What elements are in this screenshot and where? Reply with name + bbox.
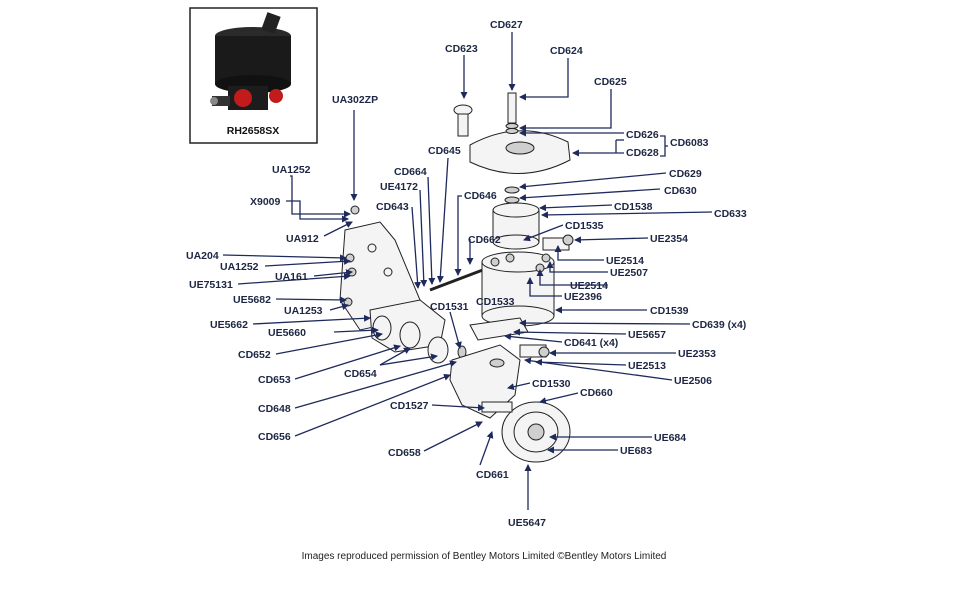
label-UE2507: UE2507 xyxy=(610,267,648,279)
label-UE683: UE683 xyxy=(620,445,652,457)
label-UE2506: UE2506 xyxy=(674,375,712,387)
label-CD648: CD648 xyxy=(258,403,291,415)
label-CD1530: CD1530 xyxy=(532,378,571,390)
label-CD623: CD623 xyxy=(445,43,478,55)
label-CD624: CD624 xyxy=(550,45,583,57)
part-labels: CD627 CD623 CD624 CD625 CD626 CD6083 CD6… xyxy=(186,19,747,529)
label-UA161: UA161 xyxy=(275,271,308,283)
label-CD658: CD658 xyxy=(388,447,421,459)
label-X9009: X9009 xyxy=(250,196,281,208)
inset-caption: RH2658SX xyxy=(227,125,280,137)
label-UA302ZP: UA302ZP xyxy=(332,94,378,106)
label-CD656: CD656 xyxy=(258,431,291,443)
label-CD626: CD626 xyxy=(626,129,659,141)
label-CD1533: CD1533 xyxy=(476,296,515,308)
label-CD641: CD641 (x4) xyxy=(564,337,618,349)
label-UE2353: UE2353 xyxy=(678,348,716,360)
label-CD662: CD662 xyxy=(468,234,501,246)
label-UE2513: UE2513 xyxy=(628,360,666,372)
label-CD625: CD625 xyxy=(594,76,627,88)
label-UA1252a: UA1252 xyxy=(272,164,311,176)
label-CD628: CD628 xyxy=(626,147,659,159)
label-CD653: CD653 xyxy=(258,374,291,386)
leader-lines xyxy=(222,32,713,510)
copyright-caption: Images reproduced permission of Bentley … xyxy=(301,551,667,562)
label-UA1252b: UA1252 xyxy=(220,261,259,273)
inset-photo: RH2658SX xyxy=(189,7,318,144)
label-CD664: CD664 xyxy=(394,166,427,178)
label-UE2514b: UE2514 xyxy=(570,280,608,292)
label-UA1253: UA1253 xyxy=(284,305,323,317)
label-CD661: CD661 xyxy=(476,469,509,481)
label-CD1539: CD1539 xyxy=(650,305,689,317)
label-UE5662: UE5662 xyxy=(210,319,248,331)
label-CD630: CD630 xyxy=(664,185,697,197)
label-UE5647: UE5647 xyxy=(508,517,546,529)
label-CD1538: CD1538 xyxy=(614,201,653,213)
label-UE4172: UE4172 xyxy=(380,181,418,193)
label-UE684: UE684 xyxy=(654,432,686,444)
label-UE5660: UE5660 xyxy=(268,327,306,339)
label-CD633: CD633 xyxy=(714,208,747,220)
label-UE5657: UE5657 xyxy=(628,329,666,341)
label-CD1527: CD1527 xyxy=(390,400,429,412)
label-UE2514a: UE2514 xyxy=(606,255,644,267)
label-CD629: CD629 xyxy=(669,168,702,180)
label-CD1535: CD1535 xyxy=(565,220,604,232)
label-UA912: UA912 xyxy=(286,233,319,245)
label-CD1531: CD1531 xyxy=(430,301,469,313)
label-CD654: CD654 xyxy=(344,368,377,380)
label-CD646: CD646 xyxy=(464,190,497,202)
label-CD627: CD627 xyxy=(490,19,523,31)
label-CD645: CD645 xyxy=(428,145,461,157)
label-CD639: CD639 (x4) xyxy=(692,319,746,331)
label-UA204: UA204 xyxy=(186,250,219,262)
label-UE2354: UE2354 xyxy=(650,233,688,245)
label-CD660: CD660 xyxy=(580,387,613,399)
label-CD6083: CD6083 xyxy=(670,137,709,149)
pump-photo-icon xyxy=(210,12,291,110)
label-CD652: CD652 xyxy=(238,349,271,361)
label-CD643: CD643 xyxy=(376,201,409,213)
label-UE75131: UE75131 xyxy=(189,279,233,291)
label-UE5682: UE5682 xyxy=(233,294,271,306)
label-UE2396: UE2396 xyxy=(564,291,602,303)
